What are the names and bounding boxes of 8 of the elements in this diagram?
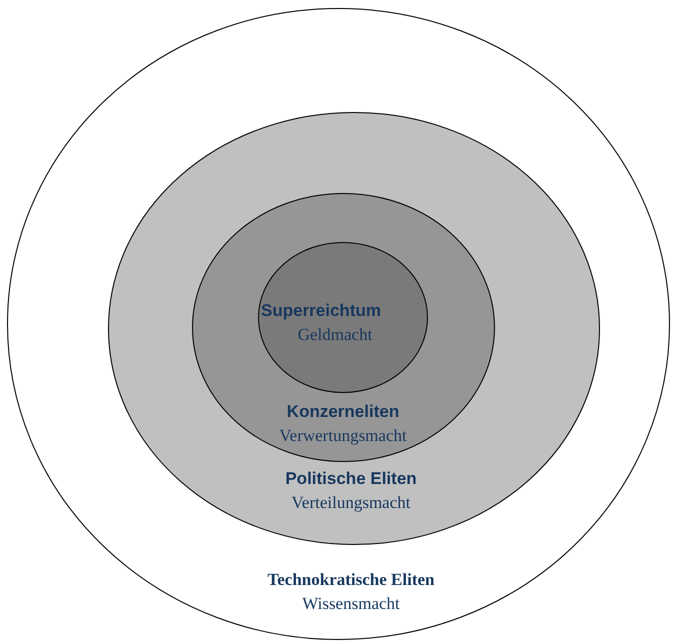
group-subtitle: Verteilungsmacht [292,493,410,513]
group-heading: Technokratische Eliten [267,570,435,590]
group-subtitle: Wissensmacht [302,594,400,614]
group-heading: Politische Eliten [285,469,417,489]
group-subtitle: Verwertungsmacht [279,426,407,446]
group-heading: Konzerneliten [286,402,400,422]
group-heading: Superreichtum [261,301,381,321]
group-subtitle: Geldmacht [298,325,372,345]
